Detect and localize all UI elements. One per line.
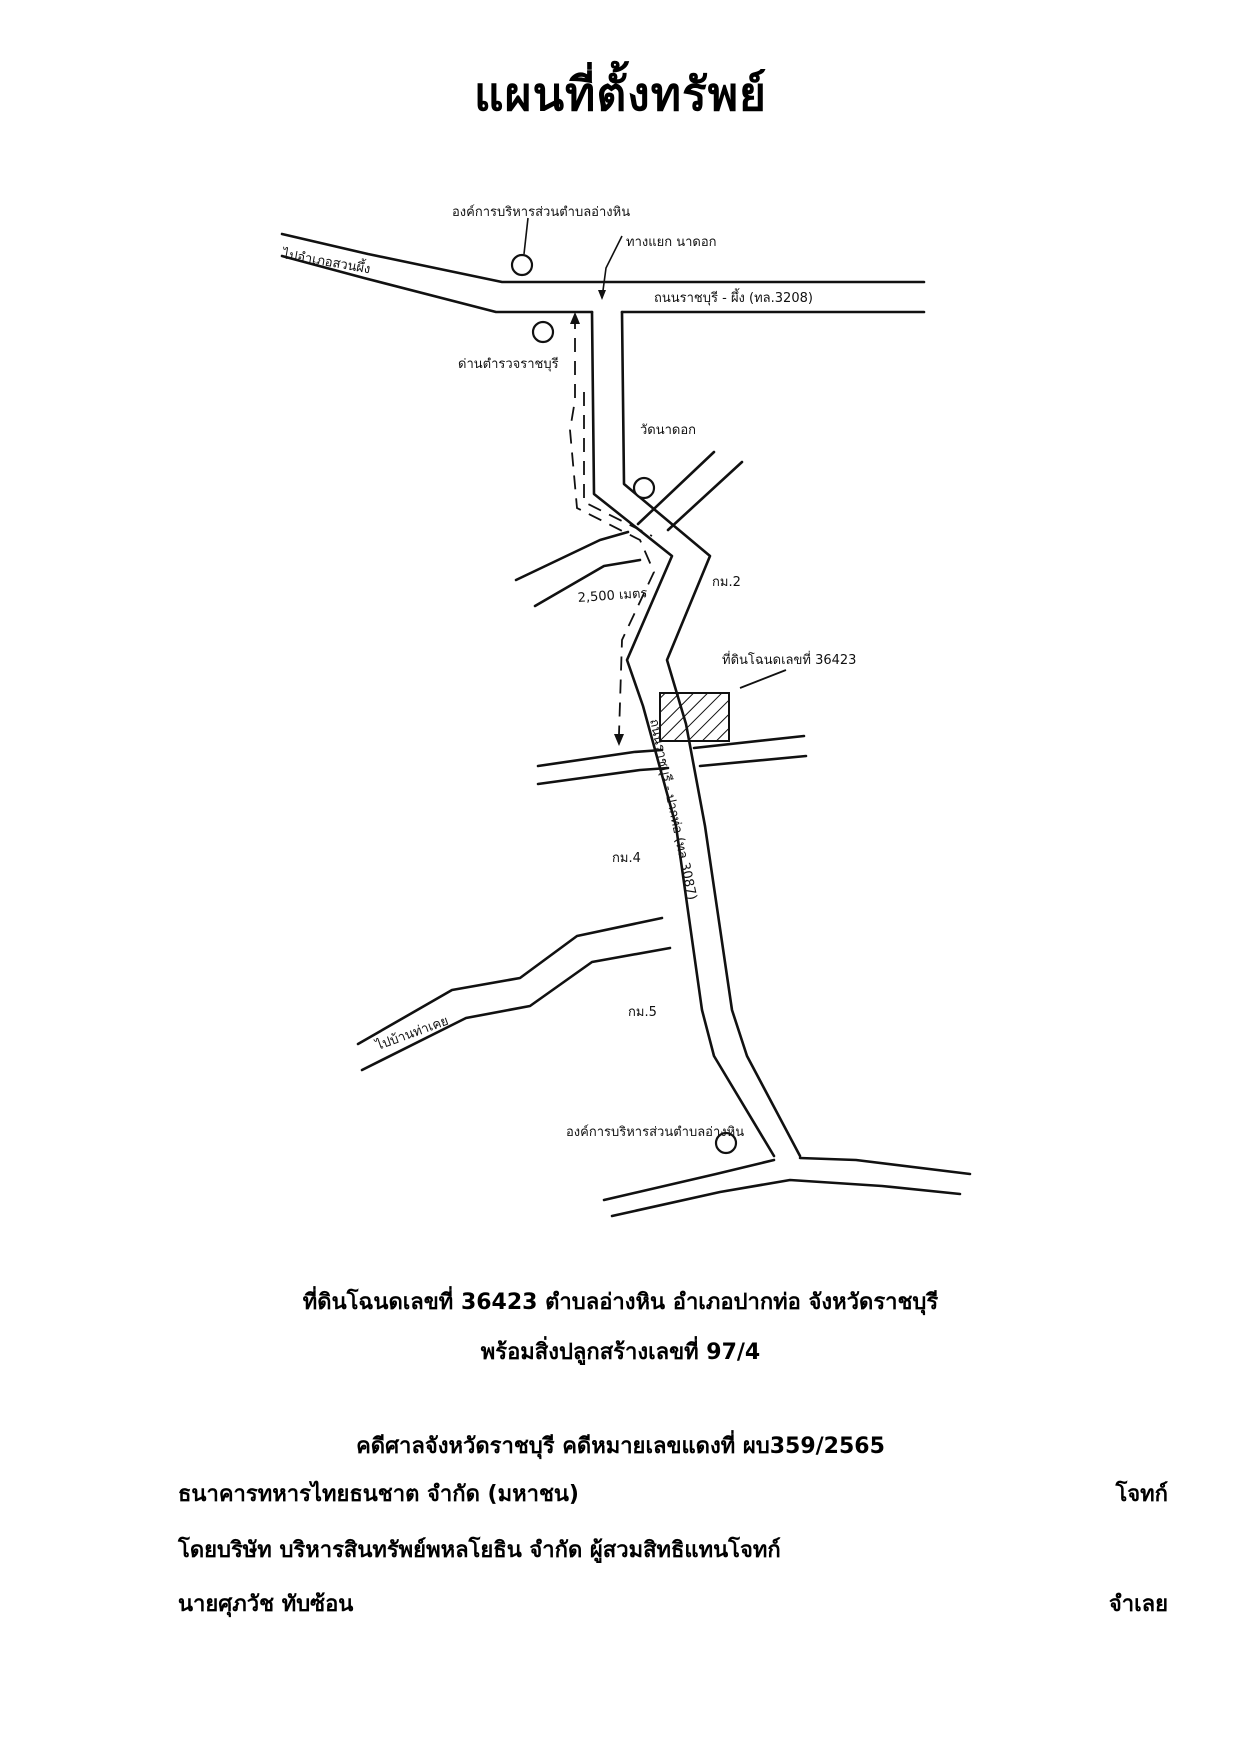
junction-arrow-icon [598, 290, 606, 300]
defendant-name: นายศุภวัช ทับซ้อน [178, 1592, 354, 1617]
route-arrow-down-icon [614, 734, 624, 746]
south-office-label: องค์การบริหารส่วนตำบลอ่างหิน [566, 1124, 744, 1140]
lower-west-road-upper [356, 916, 664, 1046]
temple-label: วัดนาดอก [640, 423, 696, 438]
south-road-lower [610, 1178, 962, 1218]
cross-road-north [536, 748, 664, 768]
assignee-row: โดยบริษัท บริหารสินทรัพย์พหลโยธิน จำกัด … [178, 1532, 1168, 1567]
defendant-role: จำเลย [1108, 1592, 1168, 1617]
side-road-label: ถนนราชบุรี - ปากท่อ (ทล.3087) [646, 718, 700, 902]
km2-label: กม.2 [712, 575, 741, 590]
plot-pointer-line [739, 669, 787, 689]
junction-pointer [601, 235, 623, 299]
district-office-marker [510, 253, 534, 277]
defendant-row: นายศุภวัช ทับซ้อน จำเลย [178, 1586, 1168, 1621]
route-dashed-line [569, 315, 655, 735]
assignee-text: โดยบริษัท บริหารสินทรัพย์พหลโยธิน จำกัด … [178, 1538, 781, 1563]
caption-line-1: ที่ดินโฉนดเลขที่ 36423 ตำบลอ่างหิน อำเภอ… [302, 1290, 939, 1315]
target-plot [659, 692, 730, 742]
cross-road-north-east [692, 734, 806, 750]
cross-road-south-east [698, 754, 808, 768]
south-road-east [798, 1156, 972, 1176]
main-road-label: ถนนราชบุรี - ผึ้ง (ทล.3208) [654, 288, 813, 306]
page-title: แผนที่ตั้งทรัพย์ [473, 67, 767, 121]
ne-side-road-b [666, 460, 744, 532]
km4-label: กม.4 [612, 851, 641, 866]
junction-label: ทางแยก นาดอก [626, 235, 717, 250]
to-lower-label: ไปบ้านท่าเคย [373, 1013, 451, 1054]
district-office-label: องค์การบริหารส่วนตำบลอ่างหิน [452, 204, 630, 220]
distance-label: 2,500 เมตร [577, 586, 648, 606]
caption-line-2: พร้อมสิ่งปลูกสร้างเลขที่ 97/4 [480, 1340, 761, 1365]
cross-road-south [536, 766, 670, 786]
ne-side-road-a [636, 450, 716, 526]
lower-west-road-lower [360, 946, 672, 1072]
south-road-west [602, 1158, 776, 1202]
main-road-lower-edge [280, 254, 594, 314]
police-marker [531, 320, 555, 344]
police-label: ด่านตำรวจราชบุรี [458, 356, 559, 372]
office-pointer [523, 217, 529, 255]
plot-label: ที่ดินโฉนดเลขที่ 36423 [722, 651, 856, 668]
route-dashed-line-b [583, 392, 653, 537]
to-district-label: ไปอำเภอสวนผึ้ง [280, 244, 372, 277]
plaintiff-role: โจทก์ [1115, 1482, 1168, 1507]
main-road-upper-edge [280, 232, 926, 284]
branch-road-west-edge [590, 310, 776, 1158]
west-road-upper [514, 530, 630, 582]
temple-marker [632, 476, 656, 500]
court-case-line: คดีศาลจังหวัดราชบุรี คดีหมายเลขแดงที่ ผบ… [356, 1434, 885, 1459]
plaintiff-row: ธนาคารทหารไทยธนชาต จำกัด (มหาชน) โจทก์ [178, 1476, 1168, 1511]
route-arrow-up-icon [570, 312, 580, 324]
plaintiff-name: ธนาคารทหารไทยธนชาต จำกัด (มหาชน) [178, 1482, 579, 1507]
km5-label: กม.5 [628, 1005, 657, 1020]
west-road-lower [533, 558, 642, 608]
south-office-marker [714, 1131, 738, 1155]
